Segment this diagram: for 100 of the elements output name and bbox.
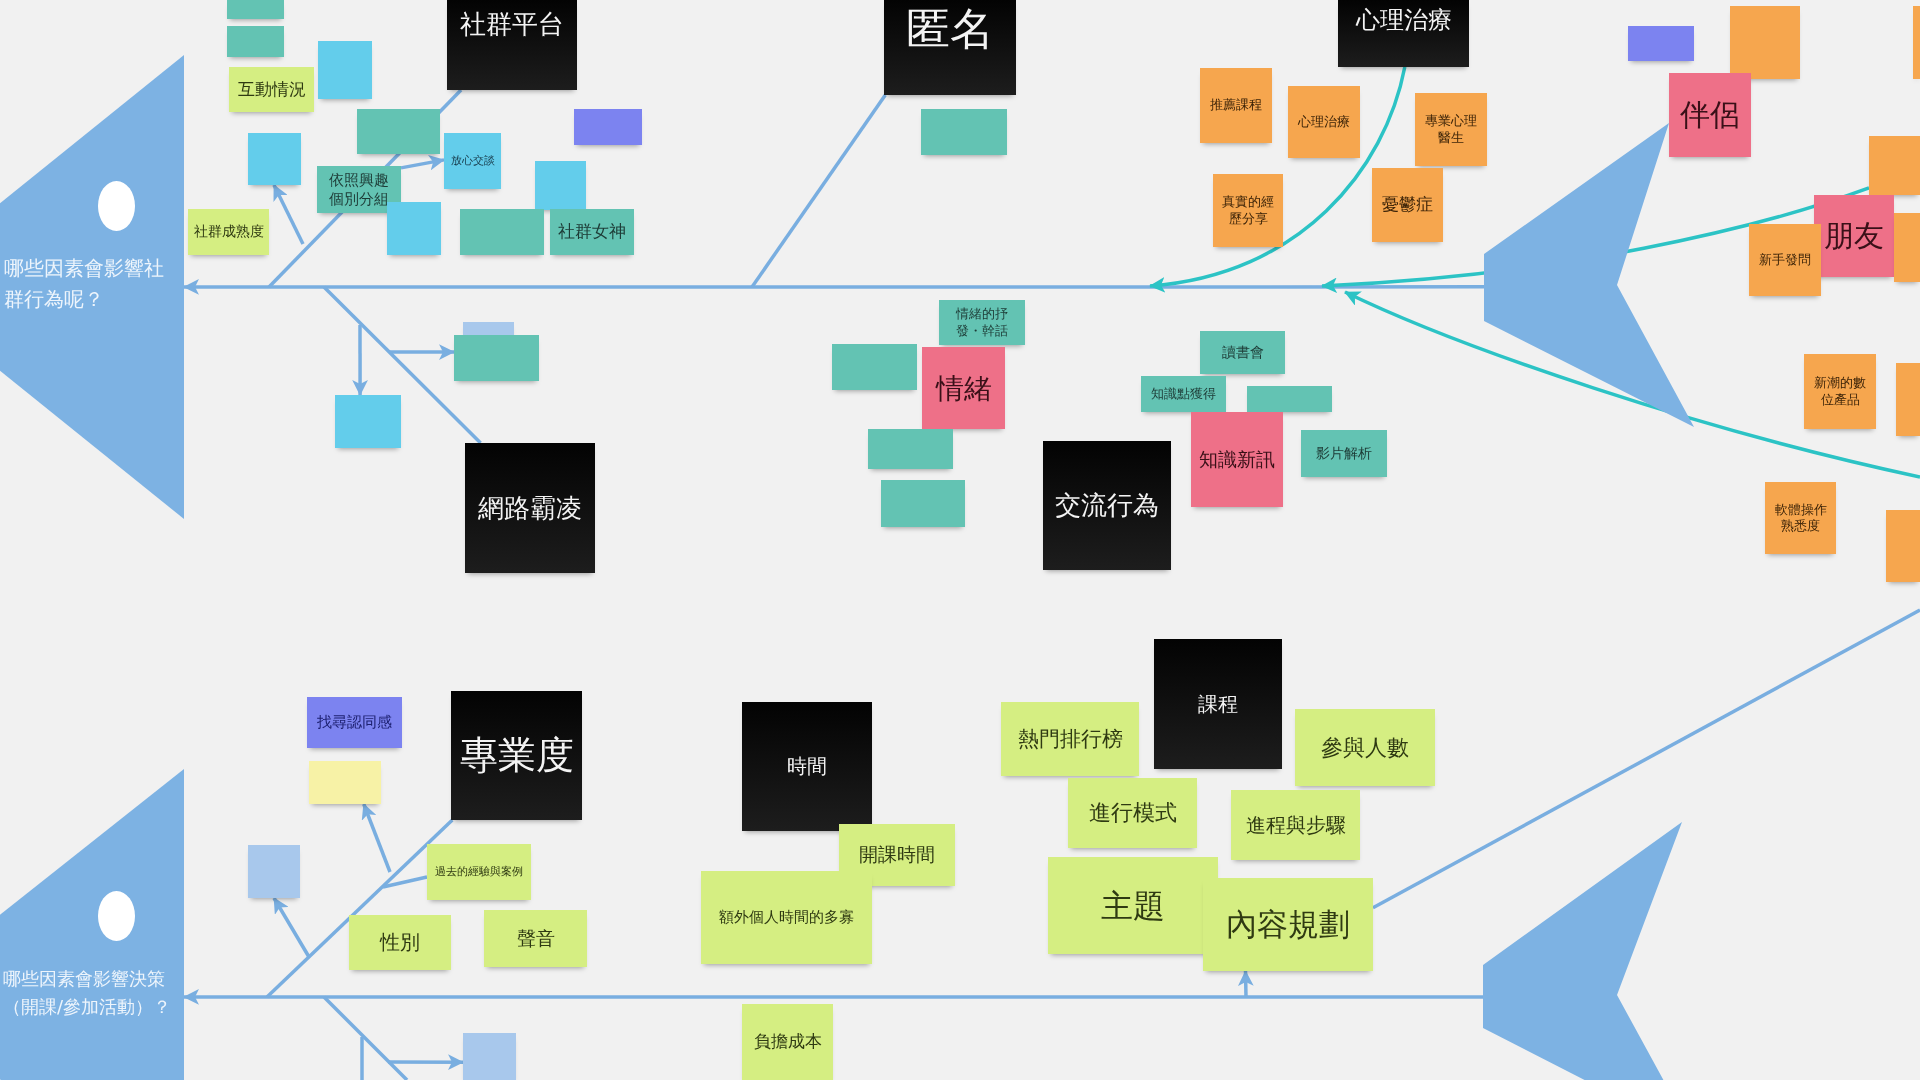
- note-text: 讀書會: [1221, 343, 1264, 362]
- arrow: [272, 897, 311, 958]
- note-text: 專業心理醫生: [1425, 113, 1477, 146]
- arrow: [272, 184, 305, 245]
- sticky-note: [1141, 376, 1226, 412]
- note-text: 情緒的抒發・幹話: [956, 306, 1008, 339]
- note-text: 知識新訊: [1199, 447, 1275, 472]
- note-text: 軟體操作熟悉度: [1774, 501, 1827, 535]
- sticky-note: [463, 322, 514, 335]
- arrow: [183, 279, 1484, 295]
- note-text: 知識點獲得: [1151, 385, 1216, 403]
- branch-line: [265, 818, 454, 999]
- sticky-note: [1886, 510, 1920, 582]
- sticky-note: [574, 109, 642, 145]
- category-label: 專業度: [459, 731, 574, 779]
- sticky-note: [349, 915, 451, 970]
- note-text: 社群女神: [558, 221, 626, 243]
- note-text: 內容規劃: [1226, 905, 1350, 944]
- question-text: 哪些因素會影響決策（開課/參加活動）？: [3, 967, 173, 1019]
- branch-line: [750, 94, 887, 288]
- sticky-note: [444, 133, 501, 189]
- branch-line: [382, 875, 428, 889]
- sticky-note: [922, 347, 1005, 429]
- category-label: 社群平台: [460, 8, 564, 41]
- note-text: 性別: [380, 930, 420, 955]
- note-text: 參與人數: [1321, 733, 1409, 762]
- category-note: [884, 0, 1016, 95]
- sticky-note: [1301, 430, 1387, 477]
- category-note: [1338, 0, 1469, 67]
- category-label: 交流行為: [1055, 489, 1159, 522]
- arrow: [183, 989, 1483, 1005]
- sticky-note: [1628, 26, 1694, 61]
- sticky-note: [1213, 174, 1283, 247]
- sticky-note: [309, 761, 381, 804]
- sticky-note: [454, 335, 539, 381]
- note-text: 社群成熟度: [193, 223, 264, 241]
- sticky-note: [832, 344, 917, 390]
- category-note: [1154, 639, 1282, 769]
- sticky-note: [460, 209, 544, 255]
- note-text: 朋友: [1824, 217, 1884, 255]
- sticky-note: [939, 300, 1025, 345]
- sticky-note: [1804, 354, 1876, 429]
- sticky-note: [1730, 6, 1800, 79]
- sticky-note: [1247, 386, 1332, 412]
- fish-head: [0, 769, 184, 1080]
- sticky-note: [839, 824, 955, 886]
- note-text: 憂鬱症: [1382, 194, 1433, 216]
- note-text: 進程與步驟: [1245, 812, 1346, 838]
- branch-line: [1372, 608, 1920, 910]
- sticky-note: [1765, 482, 1836, 554]
- note-text: 找尋認同感: [317, 713, 392, 732]
- sticky-note: [229, 67, 314, 112]
- sticky-note: [1669, 73, 1751, 157]
- category-label: 心理治療: [1355, 5, 1452, 35]
- arrow: [1237, 970, 1254, 998]
- arrow: [400, 154, 445, 171]
- arrow: [389, 344, 455, 360]
- note-text: 互動情況: [237, 78, 306, 101]
- sticky-note: [1372, 168, 1443, 242]
- sticky-note: [1001, 702, 1139, 776]
- sticky-note: [1749, 224, 1821, 296]
- category-note: [1043, 441, 1171, 570]
- sticky-note: [335, 395, 401, 448]
- sticky-note: [318, 41, 372, 99]
- arrow: [361, 803, 392, 873]
- curved-arrow: [1149, 66, 1407, 292]
- note-text: 依照興趣個別分組: [329, 170, 389, 209]
- sticky-note: [188, 209, 269, 255]
- sticky-note: [227, 0, 284, 19]
- sticky-note: [484, 910, 587, 967]
- sticky-note: [742, 1004, 833, 1080]
- note-text: 真實的經歷分享: [1222, 194, 1274, 227]
- sticky-note: [701, 871, 872, 964]
- note-text: 伴侶: [1680, 96, 1740, 134]
- sticky-note: [1288, 86, 1360, 158]
- sticky-note: [1048, 857, 1218, 954]
- note-text: 熱門排行榜: [1017, 725, 1123, 753]
- sticky-note: [1068, 778, 1197, 848]
- sticky-note: [463, 1033, 516, 1080]
- sticky-note: [550, 209, 634, 255]
- sticky-note: [881, 480, 965, 527]
- sticky-note: [1894, 213, 1920, 282]
- branch-line: [322, 285, 482, 445]
- sticky-note: [1814, 195, 1894, 277]
- arrow: [352, 325, 368, 396]
- note-text: 進行模式: [1088, 799, 1177, 827]
- sticky-note: [868, 429, 953, 469]
- arrow: [388, 1054, 464, 1070]
- sticky-note: [357, 109, 440, 154]
- category-note: [742, 702, 872, 831]
- sticky-note: [248, 845, 300, 898]
- sticky-note: [248, 133, 301, 185]
- note-text: 心理治療: [1298, 113, 1350, 131]
- sticky-note: [1295, 709, 1435, 786]
- note-text: 聲音: [516, 926, 555, 951]
- sticky-note: [1896, 363, 1920, 436]
- sticky-note: [1869, 136, 1920, 195]
- question-text: 哪些因素會影響社群行為呢？: [4, 255, 165, 313]
- sticky-note: [1415, 93, 1487, 166]
- sticky-note: [227, 26, 284, 57]
